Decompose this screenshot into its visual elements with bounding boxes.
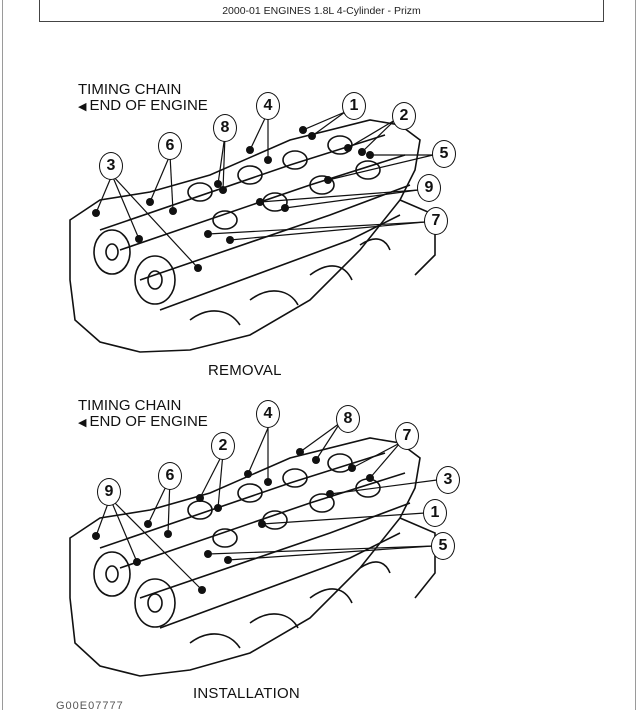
direction-arrow-icon: ◀ [78, 101, 87, 113]
timing-chain-direction-label: TIMING CHAIN ◀END OF ENGINE [78, 82, 208, 115]
end-of-engine-line-install: END OF ENGINE [89, 413, 208, 430]
installation-figure: TIMING CHAIN ◀END OF ENGINE 9 6 2 4 8 7 … [40, 398, 480, 703]
callout-1: 1 [342, 92, 366, 120]
timing-chain-direction-label-install: TIMING CHAIN ◀END OF ENGINE [78, 398, 208, 431]
callout-4-install: 4 [256, 400, 280, 428]
timing-chain-line: TIMING CHAIN [78, 81, 182, 98]
callout-1-install: 1 [423, 499, 447, 527]
callout-9-install: 9 [97, 478, 121, 506]
figure-code: G00E07777 [56, 700, 124, 712]
callout-8-install: 8 [336, 405, 360, 433]
page-border-left [2, 0, 3, 710]
callout-2: 2 [392, 102, 416, 130]
callout-6: 6 [158, 132, 182, 160]
callout-9: 9 [417, 174, 441, 202]
callout-4: 4 [256, 92, 280, 120]
page-border-right [635, 0, 636, 710]
page-header: 2000-01 ENGINES 1.8L 4-Cylinder - Prizm [39, 0, 604, 22]
header-title: 2000-01 ENGINES 1.8L 4-Cylinder - Prizm [222, 4, 421, 17]
callout-7-install: 7 [395, 422, 419, 450]
end-of-engine-line: END OF ENGINE [89, 97, 208, 114]
direction-arrow-icon: ◀ [78, 417, 87, 429]
installation-illustration [69, 422, 438, 677]
callout-3: 3 [99, 152, 123, 180]
removal-illustration [69, 111, 436, 353]
callout-8: 8 [213, 114, 237, 142]
callout-3-install: 3 [436, 466, 460, 494]
installation-caption: INSTALLATION [193, 685, 300, 702]
callout-5: 5 [432, 140, 456, 168]
timing-chain-line-install: TIMING CHAIN [78, 397, 182, 414]
removal-caption: REMOVAL [208, 362, 282, 379]
callout-2-install: 2 [211, 432, 235, 460]
removal-figure: TIMING CHAIN ◀END OF ENGINE 3 6 8 4 1 2 … [40, 80, 480, 380]
callout-6-install: 6 [158, 462, 182, 490]
callout-5-install: 5 [431, 532, 455, 560]
callout-7: 7 [424, 207, 448, 235]
